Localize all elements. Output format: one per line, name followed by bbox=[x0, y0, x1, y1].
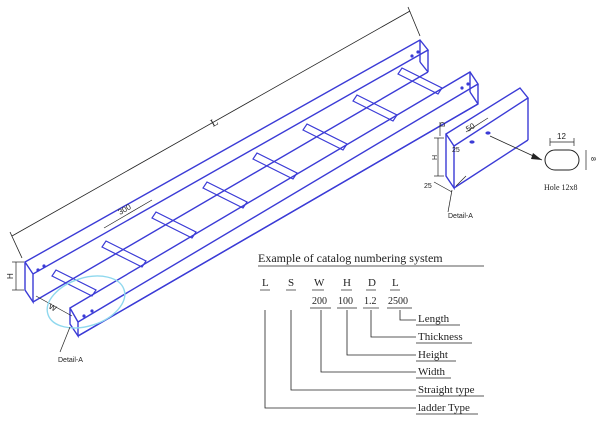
legend-straight-type: Straight type bbox=[418, 384, 475, 396]
catalog-title: Example of catalog numbering system bbox=[258, 251, 443, 265]
rung-pitch-label: 300 bbox=[117, 202, 134, 217]
hole-detail bbox=[544, 138, 587, 171]
code-straight: S bbox=[288, 277, 294, 289]
detail-edge-offset-a-label: 25 bbox=[452, 147, 460, 154]
length-label: L bbox=[209, 116, 221, 130]
catalog-legend: Length Thickness Height Width Straight t… bbox=[418, 313, 475, 414]
detail-edge-offset-b-label: 25 bbox=[424, 183, 432, 190]
hole-width-label: 12 bbox=[557, 132, 566, 141]
code-ladder: L bbox=[262, 277, 269, 289]
detail-a-dimensions bbox=[433, 117, 489, 193]
right-side-rail bbox=[69, 71, 479, 339]
hole-height-label: 8 bbox=[589, 157, 596, 161]
legend-height: Height bbox=[418, 349, 448, 361]
value-width: 200 bbox=[312, 296, 327, 307]
code-height: H bbox=[343, 277, 351, 289]
bolt-holes bbox=[36, 50, 470, 318]
legend-length: Length bbox=[418, 313, 450, 325]
catalog-values: 200 100 1.2 2500 bbox=[312, 296, 408, 307]
detail-a-circle bbox=[46, 275, 126, 329]
height-dimension bbox=[12, 261, 24, 291]
catalog-leaders bbox=[264, 310, 416, 409]
legend-width: Width bbox=[418, 366, 446, 378]
detail-a-view bbox=[445, 87, 530, 191]
detail-a-label-main: Detail-A bbox=[58, 357, 83, 364]
catalog-codes: L S W H D L bbox=[262, 277, 399, 289]
height-label: H bbox=[6, 273, 15, 279]
detail-height-label: H bbox=[432, 155, 439, 160]
legend-thickness: Thickness bbox=[418, 331, 463, 343]
code-length: L bbox=[392, 277, 399, 289]
hole-caption: Hole 12x8 bbox=[544, 183, 578, 192]
code-thickness: D bbox=[368, 277, 376, 289]
length-dimension bbox=[9, 6, 421, 259]
value-thickness: 1.2 bbox=[364, 296, 377, 307]
width-label: W bbox=[47, 302, 58, 314]
value-length: 2500 bbox=[388, 296, 408, 307]
ladder-tray bbox=[23, 39, 479, 339]
legend-ladder-type: ladder Type bbox=[418, 402, 470, 414]
detail-thickness-label: D bbox=[440, 122, 447, 127]
rungs bbox=[51, 67, 443, 297]
width-dimension bbox=[35, 295, 73, 317]
detail-a-label-view: Detail-A bbox=[448, 213, 473, 220]
rung-pitch-dimension bbox=[103, 199, 153, 229]
value-height: 100 bbox=[338, 296, 353, 307]
code-width: W bbox=[314, 277, 325, 289]
